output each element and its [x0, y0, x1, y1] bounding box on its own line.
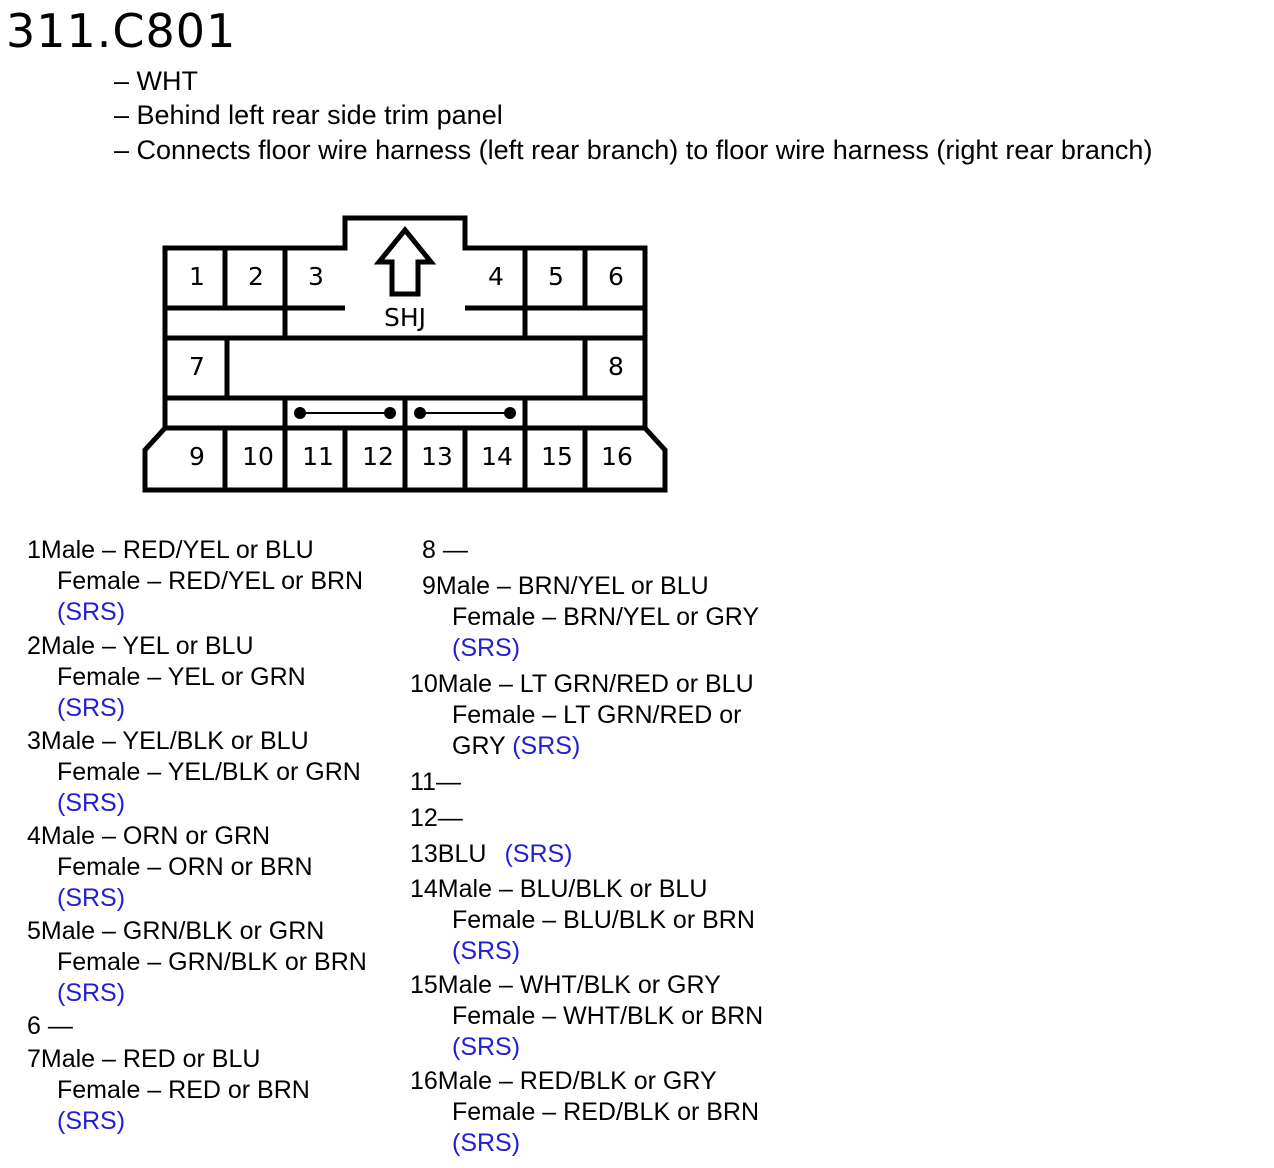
- pin-entry-11: 11—: [410, 768, 461, 796]
- pin-15: 15: [541, 442, 573, 471]
- key-label: SHJ: [384, 303, 426, 332]
- pin-16: 16: [601, 442, 633, 471]
- pin-entry-4: 4Male – ORN or GRN Female – ORN or BRN (…: [27, 822, 313, 912]
- pin-entry-1: 1Male – RED/YEL or BLU Female – RED/YEL …: [27, 536, 364, 626]
- pin-5: 5: [548, 262, 564, 291]
- pin-entry-8: 8 —: [422, 536, 468, 564]
- pin-entry-3: 3Male – YEL/BLK or BLU Female – YEL/BLK …: [27, 727, 361, 817]
- pin-11: 11: [302, 442, 334, 471]
- pin-3: 3: [308, 262, 324, 291]
- pin-9: 9: [189, 442, 205, 471]
- pin-10: 10: [242, 442, 274, 471]
- pin-entry-16: 16Male – RED/BLK or GRY Female – RED/BLK…: [410, 1067, 760, 1157]
- pin-13: 13: [421, 442, 453, 471]
- connector-title: 311.C801: [6, 4, 237, 58]
- connector-color: – WHT: [114, 66, 198, 96]
- pin-14: 14: [481, 442, 513, 471]
- shorting-bar-11-12: [294, 407, 396, 419]
- pin-list-right: 8 — 9Male – BRN/YEL or BLU Female – BRN/…: [410, 535, 764, 1157]
- shorting-bar-13-14: [414, 407, 516, 419]
- pin-entry-2: 2Male – YEL or BLU Female – YEL or GRN (…: [27, 632, 306, 722]
- pin-8: 8: [608, 352, 624, 381]
- connector-connects: – Connects floor wire harness (left rear…: [114, 135, 1153, 165]
- pin-entry-7: 7Male – RED or BLU Female – RED or BRN (…: [27, 1045, 310, 1135]
- pin-2: 2: [248, 262, 264, 291]
- up-arrow-icon: [373, 226, 437, 297]
- pin-4: 4: [488, 262, 504, 291]
- pin-7: 7: [189, 352, 205, 381]
- pin-6: 6: [608, 262, 624, 291]
- pin-entry-12: 12—: [410, 804, 463, 832]
- pin-1: 1: [189, 262, 205, 291]
- pin-list-left: 1Male – RED/YEL or BLU Female – RED/YEL …: [27, 535, 367, 1135]
- pin-entry-14: 14Male – BLU/BLK or BLU Female – BLU/BLK…: [410, 875, 755, 965]
- pin-entry-6: 6 —: [27, 1012, 73, 1040]
- connector-location: – Behind left rear side trim panel: [114, 100, 503, 130]
- connector-face-diagram: SHJ 1 2 3 4 5 6 7 8 9 10 11 12 13 14 15 …: [142, 215, 668, 493]
- pin-entry-13: 13BLU(SRS): [410, 840, 573, 868]
- pin-entry-5: 5Male – GRN/BLK or GRN Female – GRN/BLK …: [27, 917, 367, 1007]
- pin-entry-9: 9Male – BRN/YEL or BLU Female – BRN/YEL …: [422, 572, 760, 662]
- pin-entry-15: 15Male – WHT/BLK or GRY Female – WHT/BLK…: [410, 971, 764, 1061]
- pin-12: 12: [362, 442, 394, 471]
- pin-entry-10: 10Male – LT GRN/RED or BLU Female – LT G…: [410, 670, 754, 760]
